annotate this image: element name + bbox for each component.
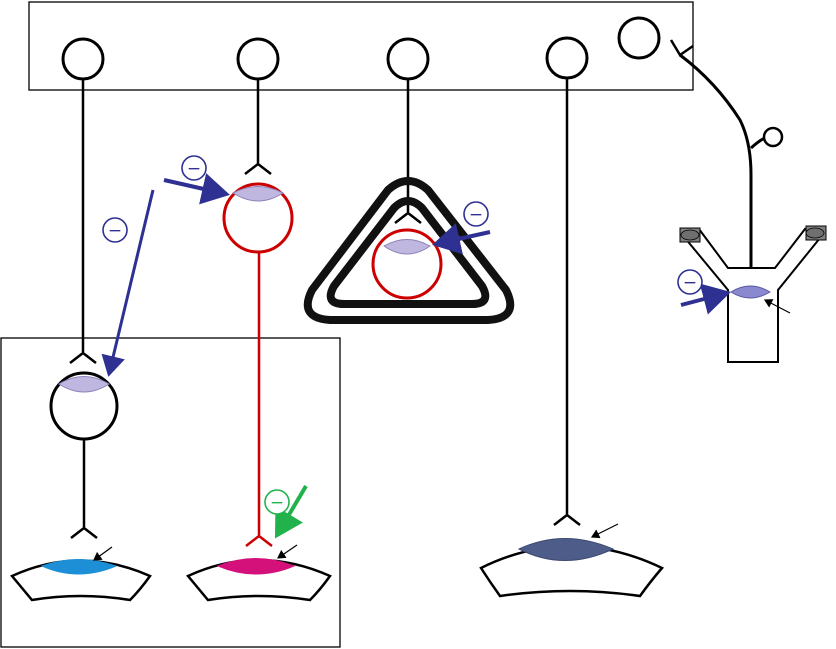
inhibition-arrow-to-center (432, 223, 491, 255)
side-branch (750, 136, 766, 150)
bottom-left-box (0, 337, 341, 648)
receptor-patch (730, 285, 771, 299)
circle-minus-icon: − (102, 217, 128, 243)
synapse-terminal-icon (244, 162, 272, 175)
red-synapse-terminal-icon (245, 534, 273, 547)
synapse-terminal-icon (70, 526, 98, 539)
side-bouton (762, 126, 784, 148)
circle-minus-icon: − (264, 489, 290, 515)
axon-5 (679, 53, 753, 272)
gray-end-right-oval (805, 227, 825, 239)
pointer-arrow (93, 546, 113, 561)
inhibition-arrow-to-bottom-neuron (101, 189, 155, 377)
circle-minus-icon: − (677, 269, 703, 295)
circle-minus-icon: − (181, 155, 207, 181)
synapse-terminal-icon (553, 513, 581, 526)
soma-3 (386, 37, 430, 81)
top-nucleus-box (28, 1, 694, 91)
pointer-arrow (590, 523, 619, 539)
soma-4 (545, 36, 589, 80)
inhibition-arrow-to-red (163, 173, 230, 205)
minus-sign: − (187, 159, 201, 179)
minus-sign: − (683, 273, 697, 293)
minus-sign: − (108, 221, 122, 241)
minus-sign: − (270, 493, 284, 513)
soma-5 (617, 16, 661, 60)
gray-end-left-oval (680, 229, 700, 241)
target-patch-blue (40, 559, 118, 575)
pointer-arrow (277, 544, 298, 559)
soma-1 (61, 37, 105, 81)
inhibition-arrow-to-receptor (680, 283, 731, 315)
synapse-terminal-icon (69, 351, 97, 364)
soma-2 (236, 37, 280, 81)
glial-sheath-outer (303, 177, 515, 324)
pointer-arrow (763, 299, 791, 314)
glial-sheath-inner (326, 197, 490, 308)
target-patch-magenta (216, 558, 296, 575)
receptor-patch (232, 186, 284, 202)
synapse-terminal-icon (394, 211, 422, 224)
synapse-terminal-icon (669, 39, 694, 57)
receptor-patch (383, 239, 431, 255)
target-patch-slate (517, 538, 615, 561)
receptor-patch (58, 376, 110, 393)
circle-minus-icon: − (463, 201, 489, 227)
green-inhibition-arrow (274, 484, 308, 539)
minus-sign: − (469, 205, 483, 225)
